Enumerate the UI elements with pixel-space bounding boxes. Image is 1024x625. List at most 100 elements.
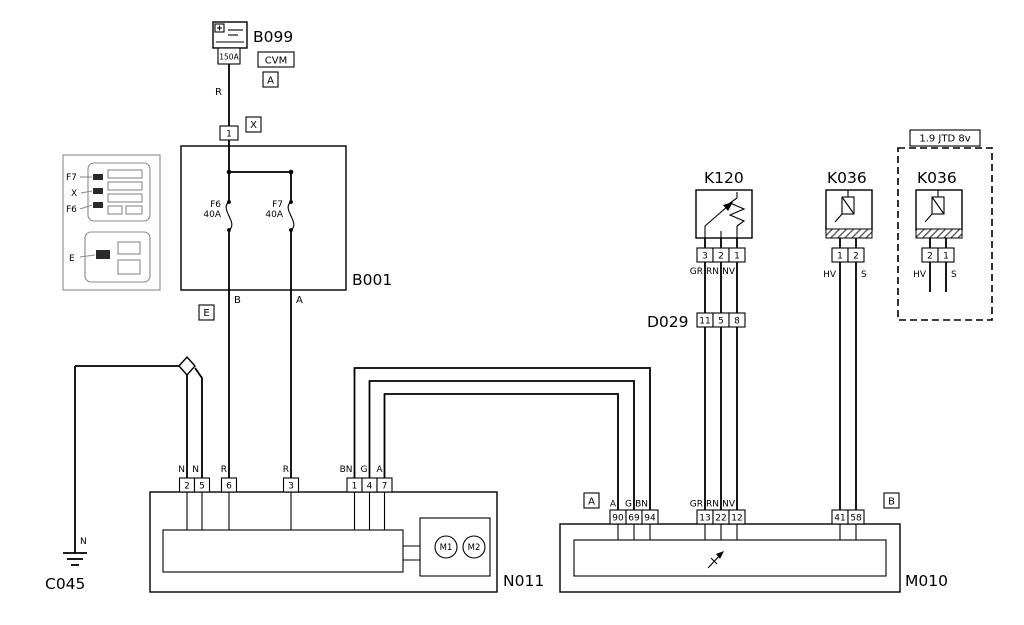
inset-label-x: X bbox=[71, 189, 77, 199]
sensor-icon bbox=[924, 190, 945, 223]
pin-number: 7 bbox=[382, 482, 388, 492]
d029-label: D029 bbox=[647, 313, 689, 331]
inset-label-f7: F7 bbox=[66, 173, 77, 183]
wire-bn-n011-to-m010 bbox=[353, 367, 651, 510]
k120-wires bbox=[704, 238, 738, 510]
m010-label: M010 bbox=[905, 572, 948, 590]
motor-1-icon bbox=[434, 535, 458, 559]
splice-diamond bbox=[178, 355, 196, 377]
pin-number: 3 bbox=[702, 252, 708, 262]
pin-number: 11 bbox=[699, 317, 710, 327]
pin-number: 41 bbox=[834, 514, 845, 524]
wire-color: N bbox=[192, 465, 199, 475]
battery-icon bbox=[212, 21, 248, 65]
pin-number: 58 bbox=[850, 514, 862, 524]
pin-box bbox=[219, 125, 239, 141]
connector-a-badge bbox=[262, 71, 279, 88]
c045-label: C045 bbox=[45, 575, 85, 593]
ground-net bbox=[63, 355, 203, 566]
pin-number: 2 bbox=[927, 252, 933, 262]
connector-e-badge bbox=[198, 304, 215, 321]
sensor-icon bbox=[834, 190, 855, 223]
motor-2-icon bbox=[462, 535, 486, 559]
sensor-band bbox=[915, 228, 963, 239]
k036-wires bbox=[839, 248, 857, 510]
k036-connector bbox=[831, 247, 865, 263]
pin-number: 1 bbox=[734, 252, 740, 262]
k120-box bbox=[695, 189, 753, 239]
wire-color: GR bbox=[690, 500, 703, 510]
fuse-f7-name: F7 bbox=[272, 200, 283, 210]
pin-number: 4 bbox=[367, 482, 373, 492]
k036-jtd-connector bbox=[921, 247, 955, 263]
m010-box bbox=[559, 523, 901, 593]
pin-number: 13 bbox=[699, 514, 710, 524]
m010-connector-a-label: A bbox=[588, 497, 595, 508]
cvm-badge bbox=[257, 51, 295, 68]
pin-number: 2 bbox=[718, 252, 724, 262]
pin-number: 1 bbox=[943, 252, 949, 262]
sensor-band bbox=[825, 228, 873, 239]
wire-color-hv: HV bbox=[823, 270, 837, 280]
fusebox-inset: F7 X F6 E bbox=[62, 154, 161, 291]
wire-color-r: R bbox=[215, 87, 222, 98]
inset-label-f6: F6 bbox=[66, 205, 77, 215]
inset-slot-e bbox=[96, 250, 110, 259]
n011-inner-stubs bbox=[186, 492, 386, 530]
inset-label-e: E bbox=[69, 254, 75, 264]
wire-color: R bbox=[221, 465, 227, 475]
k036-label: K036 bbox=[827, 169, 867, 187]
variant-dashed-frame bbox=[897, 147, 993, 321]
pin-number: 69 bbox=[628, 514, 640, 524]
variant-badge bbox=[909, 129, 981, 147]
k120-label: K120 bbox=[704, 169, 744, 187]
k120-connector bbox=[696, 247, 746, 263]
b001-connector-x bbox=[219, 116, 262, 141]
fuse-f6-rating: 40A bbox=[203, 210, 221, 220]
inset-slot-f6 bbox=[93, 202, 103, 208]
m010-connector-a bbox=[583, 492, 659, 525]
wire-color-hv: HV bbox=[913, 270, 927, 280]
fuse-f6-icon bbox=[225, 201, 233, 231]
wire-color: RN bbox=[706, 267, 719, 277]
inset-slot-x bbox=[93, 188, 103, 194]
pin-number: 22 bbox=[715, 514, 726, 524]
connector-a-badge bbox=[583, 492, 600, 509]
pin-number: 12 bbox=[731, 514, 742, 524]
n011-connector bbox=[178, 477, 393, 493]
motor-2-label: M2 bbox=[468, 543, 481, 553]
pin-number: 2 bbox=[853, 252, 859, 262]
connector-e-label: E bbox=[203, 308, 209, 319]
wire-color: G bbox=[625, 500, 632, 510]
wire-color: BN bbox=[635, 500, 648, 510]
m010-connector-b bbox=[831, 492, 900, 525]
fuse-f7-rating: 40A bbox=[265, 210, 283, 220]
inset-slot-f7 bbox=[93, 174, 103, 180]
ground-wire-color: N bbox=[80, 537, 87, 547]
b099-label: B099 bbox=[253, 28, 293, 46]
ground-icon bbox=[63, 552, 87, 566]
b001-pin-b: B bbox=[234, 295, 241, 306]
relay-icon bbox=[704, 192, 746, 238]
k036-box bbox=[825, 189, 873, 248]
motor-1-label: M1 bbox=[440, 543, 453, 553]
wire-color: R bbox=[283, 465, 289, 475]
pin-number: 90 bbox=[612, 514, 624, 524]
pin-number: 6 bbox=[226, 482, 232, 492]
wire-color: RN bbox=[706, 500, 719, 510]
b001-box bbox=[180, 145, 347, 291]
pin-number: 2 bbox=[184, 482, 190, 492]
wire-color: GR bbox=[690, 267, 703, 277]
pin-number: 1 bbox=[837, 252, 843, 262]
wire-color: N bbox=[178, 465, 185, 475]
wire-color: BN bbox=[340, 465, 353, 475]
wire-color: A bbox=[376, 465, 383, 475]
pin-number: 5 bbox=[718, 317, 724, 327]
pin-number: 1 bbox=[352, 482, 358, 492]
b001-internal-wiring bbox=[225, 169, 295, 290]
wire-a-n011-to-m010 bbox=[383, 393, 619, 510]
b099-code: CVM bbox=[265, 56, 287, 67]
pin-number: 3 bbox=[288, 482, 294, 492]
wire-color: A bbox=[610, 500, 617, 510]
